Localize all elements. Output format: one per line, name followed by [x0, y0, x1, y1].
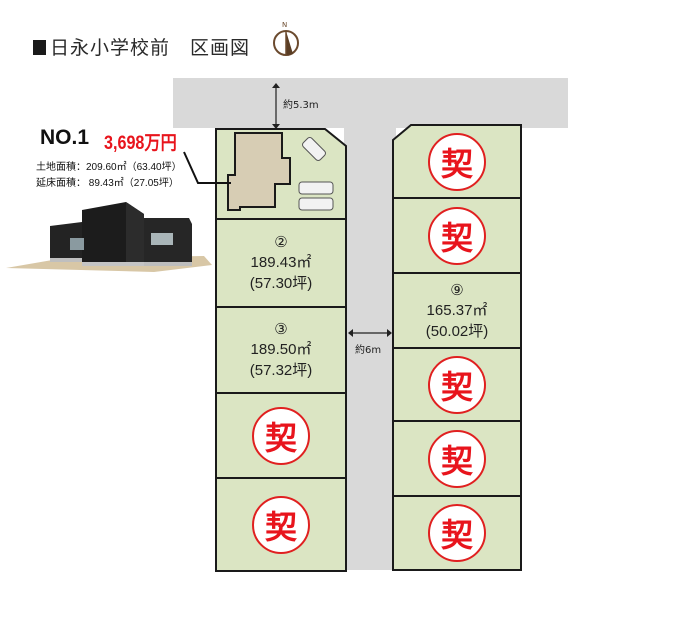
house-rendering-image: [4, 192, 214, 274]
lot-9[interactable]: ⑨ 165.37㎡ (50.02坪): [392, 272, 522, 349]
lot-number: ⑨: [450, 280, 464, 299]
callout-leader-line: [183, 150, 233, 190]
contracted-stamp-icon: 契: [428, 355, 486, 414]
contracted-stamp-icon: 契: [428, 206, 486, 265]
lot-area-m2: 189.43㎡: [250, 254, 312, 271]
title-text: 日永小学校前 区画図: [50, 37, 251, 59]
lot-area-tsubo: (57.30坪): [249, 275, 313, 292]
lot-area-m2: 165.37㎡: [426, 301, 488, 319]
contracted-stamp-icon: 契: [428, 429, 486, 488]
contracted-stamp-icon: 契: [252, 406, 310, 465]
lot-3[interactable]: ③ 189.50㎡ (57.32坪): [215, 306, 347, 394]
title-bullet-icon: [33, 40, 46, 55]
top-road: [173, 78, 568, 128]
lot-area-m2: 189.50㎡: [250, 341, 312, 358]
center-road-dimension-arrow: [347, 323, 393, 337]
lot-r5-contracted[interactable]: 契: [392, 420, 522, 497]
floor-area-spec: 延床面積： 89.43㎡（27.05坪）: [36, 178, 179, 189]
lot-area-tsubo: (57.32坪): [249, 362, 313, 379]
featured-lot-number: NO.1: [40, 126, 90, 149]
lot-r2-contracted[interactable]: 契: [392, 197, 522, 274]
svg-text:N: N: [282, 21, 287, 29]
featured-lot-price: 3,698万円: [104, 133, 177, 154]
car-icon: [302, 137, 326, 161]
lot-number: ②: [274, 233, 288, 251]
lot-r1-contracted[interactable]: 契: [392, 124, 522, 199]
contracted-stamp-icon: 契: [252, 495, 310, 554]
top-road-width-label: 約5.3m: [283, 100, 319, 111]
top-road-dimension-arrow: [271, 82, 281, 130]
lot-4-contracted[interactable]: 契: [215, 392, 347, 479]
center-road-width-label: 約6m: [355, 345, 382, 356]
lot-2[interactable]: ② 189.43㎡ (57.30坪): [215, 218, 347, 308]
land-area-spec: 土地面積：209.60㎡（63.40坪）: [36, 162, 182, 173]
contracted-stamp-icon: 契: [428, 132, 486, 191]
center-road: [344, 120, 396, 570]
lot-r6-contracted[interactable]: 契: [392, 495, 522, 571]
lot-1[interactable]: [215, 128, 347, 220]
page-title: 日永小学校前 区画図: [33, 33, 250, 60]
lot-area-tsubo: (50.02坪): [425, 322, 489, 340]
lot-r4-contracted[interactable]: 契: [392, 347, 522, 422]
north-compass-icon: N: [270, 19, 302, 59]
lot-number: ③: [274, 320, 288, 338]
lot-5-contracted[interactable]: 契: [215, 477, 347, 572]
contracted-stamp-icon: 契: [428, 504, 486, 562]
